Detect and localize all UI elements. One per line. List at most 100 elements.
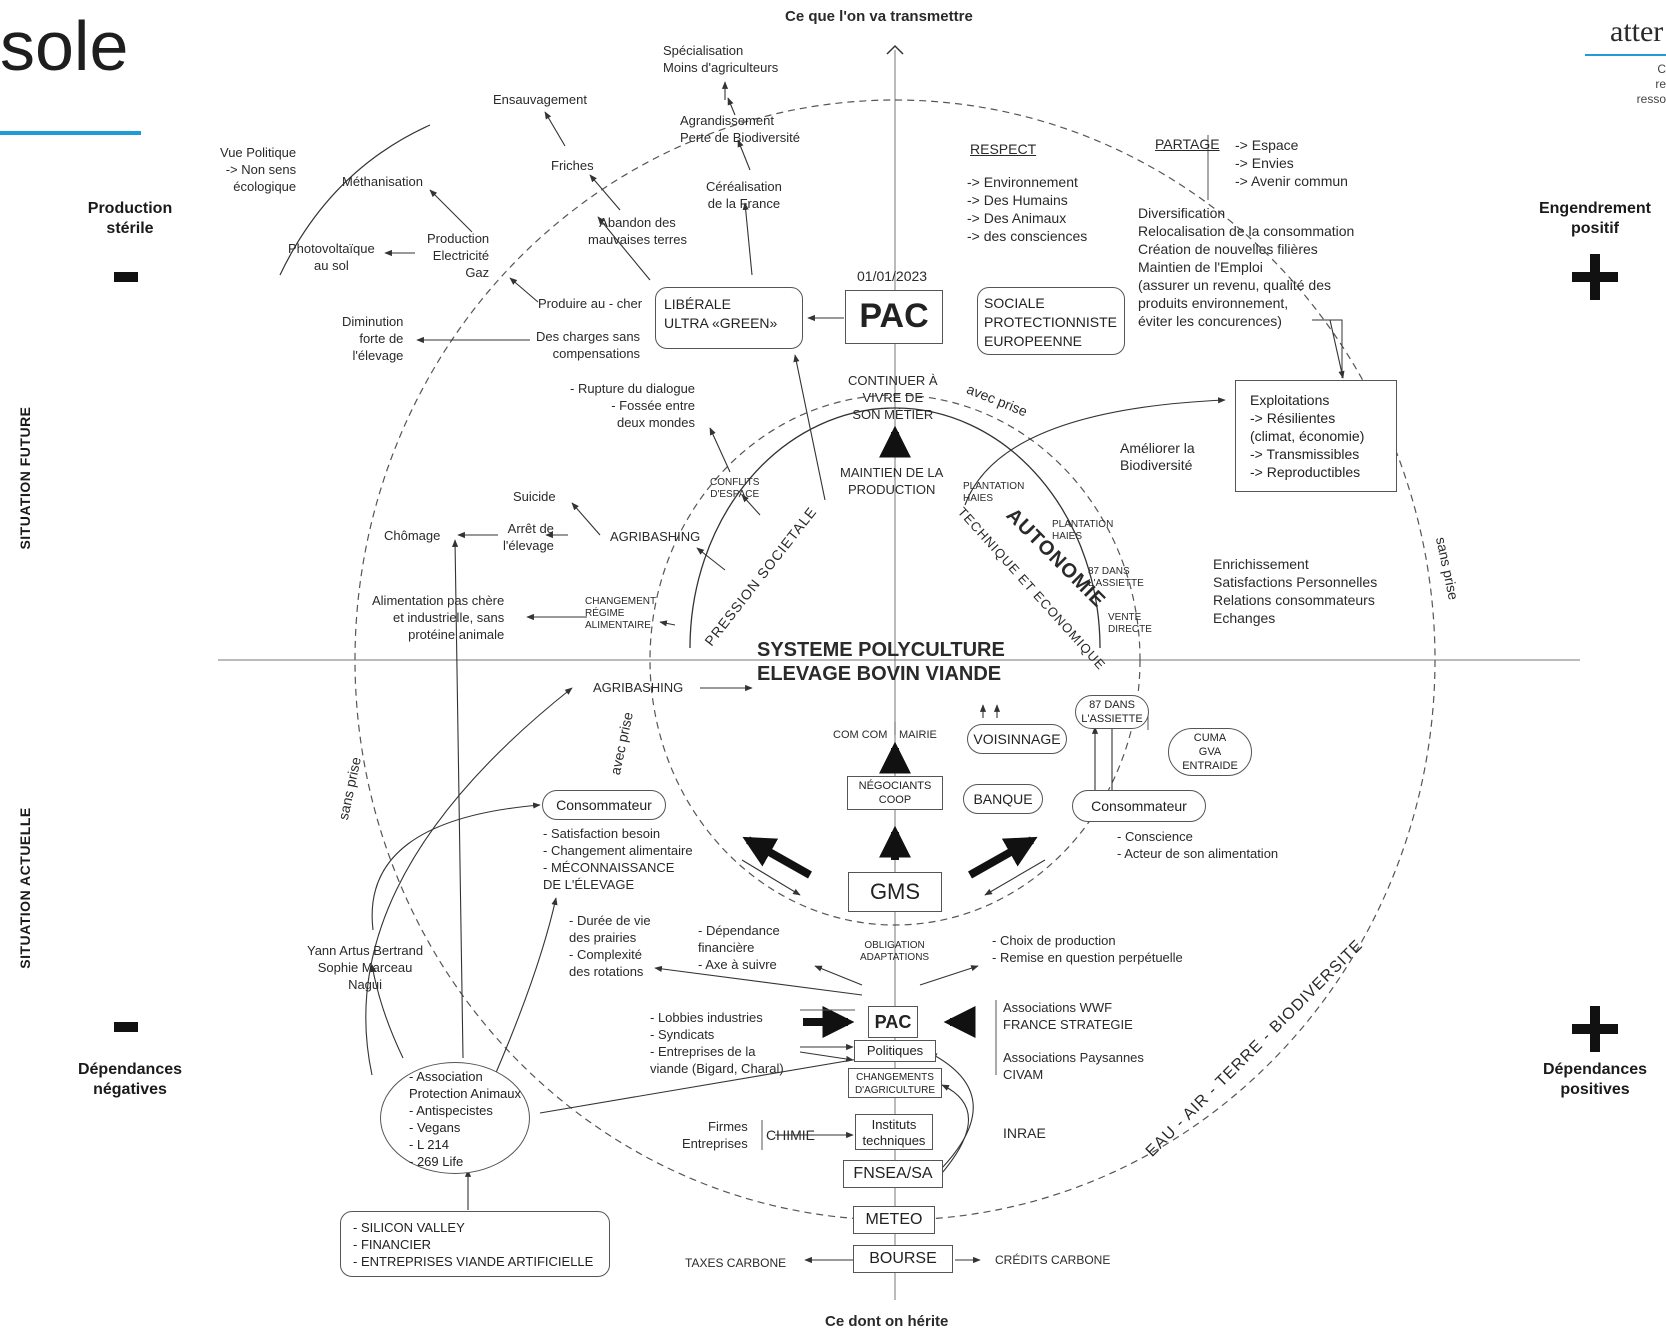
friches-label: Friches — [551, 158, 594, 173]
liberale-box: LIBÉRALE ULTRA «GREEN» — [655, 287, 803, 349]
politiques-box: Politiques — [854, 1040, 936, 1062]
future-arrows — [384, 81, 1345, 627]
assoc-wwf-block: Associations WWF FRANCE STRATEGIE — [1003, 1000, 1133, 1032]
mairie-label: MAIRIE — [899, 729, 937, 741]
cuma-box: CUMA GVA ENTRAIDE — [1168, 728, 1252, 776]
pac-date-label: 01/01/2023 — [857, 268, 928, 284]
abandon-label: Abandon des mauvaises terres — [588, 215, 687, 247]
center-system-title-2: ELEVAGE BOVIN VIANDE — [757, 663, 1002, 685]
inner-ring — [649, 394, 1141, 926]
choix-block: - Choix de production - Remise en questi… — [992, 933, 1183, 965]
diminution-label: Diminution forte de l'élevage — [342, 314, 404, 363]
pct87-current-box: 87 DANS L'ASSIETTE — [1075, 695, 1149, 729]
feedback-loops — [929, 1052, 974, 1174]
consommateur-left-box: Consommateur — [542, 790, 666, 820]
chimie-label: CHIMIE — [766, 1127, 815, 1143]
axis-top-label: Ce que l'on va transmettre — [785, 8, 973, 25]
pac-future-box: PAC — [845, 290, 943, 344]
minus-icon-bottom — [114, 1022, 138, 1032]
politique-arc — [279, 124, 431, 276]
specialisation-label: Spécialisation Moins d'agriculteurs — [663, 43, 779, 75]
plus-icon-top-v — [1590, 254, 1600, 300]
plantation-haies-1: PLANTATION HAIES — [963, 481, 1025, 504]
plus-icon-bottom-v — [1590, 1006, 1600, 1052]
meteo-box: METEO — [853, 1206, 935, 1234]
firmes-label: Firmes Entreprises — [682, 1119, 748, 1151]
quadrant-top-left-label: Production stérile — [87, 200, 173, 237]
center-system-title-1: SYSTEME POLYCULTURE — [757, 639, 1005, 661]
plus-icon-bottom — [1572, 1006, 1618, 1052]
changement-regime-label: CHANGEMENT RÉGIME ALIMENTAIRE — [585, 596, 657, 631]
ensauvagement-label: Ensauvagement — [493, 92, 587, 107]
plantation-haies-2: PLANTATION HAIES — [1052, 519, 1114, 542]
page-title: sole — [0, 7, 129, 85]
silicon-box: - SILICON VALLEY - FINANCIER - ENTREPRIS… — [340, 1211, 610, 1277]
maintien-label: MAINTIEN DE LA PRODUCTION — [840, 465, 944, 497]
lobbies-block: - Lobbies industries - Syndicats - Entre… — [650, 1010, 784, 1076]
banque-box: BANQUE — [963, 784, 1043, 814]
continuer-label: CONTINUER À VIVRE DE SON MÉTIER — [848, 373, 938, 422]
bourse-box: BOURSE — [853, 1245, 953, 1273]
partage-title: PARTAGE — [1155, 136, 1220, 153]
agribashing-future-label: AGRIBASHING — [610, 529, 701, 544]
axis-bottom-label: Ce dont on hérite — [825, 1313, 949, 1330]
consommateur-right-box: Consommateur — [1072, 790, 1206, 822]
arret-label: Arrêt de l'élevage — [503, 521, 554, 553]
minus-icon-top — [114, 272, 138, 282]
quadrant-top-right-label: Engendrement positif — [1538, 200, 1651, 237]
enrichissement-block: Enrichissement Satisfactions Personnelle… — [1213, 556, 1378, 626]
gms-box: GMS — [848, 872, 942, 912]
quadrant-bottom-right-label: Dépendances positives — [1542, 1061, 1648, 1098]
agribashing-current-label: AGRIBASHING — [593, 680, 684, 695]
current-arrows — [365, 539, 1116, 1264]
agrandissement-label: Agrandissement Perte de Biodiversité — [680, 113, 800, 145]
partage-title-text: PARTAGE — [1155, 136, 1220, 152]
respect-items: -> Environnement -> Des Humains -> Des A… — [967, 174, 1088, 244]
chomage-label: Chômage — [384, 528, 441, 543]
credits-carbone-label: CRÉDITS CARBONE — [995, 1253, 1111, 1267]
dependance-block: - Dépendance financière - Axe à suivre — [698, 923, 780, 972]
bold-arrows — [742, 425, 1038, 1038]
assoc-paysannes-block: Associations Paysannes CIVAM — [1003, 1050, 1144, 1082]
instituts-box: Instituts techniques — [855, 1114, 933, 1150]
obligation-label: OBLIGATION ADAPTATIONS — [860, 940, 930, 963]
vente-directe-label: VENTE DIRECTE — [1108, 612, 1152, 635]
comcom-label: COM COM — [833, 729, 888, 741]
changements-box: CHANGEMENTS D'AGRICULTURE — [848, 1068, 942, 1098]
production-electricite-label: Production Electricité Gaz — [427, 231, 490, 280]
charges-label: Des charges sans compensations — [536, 329, 641, 361]
diversification-link — [1312, 319, 1343, 378]
plus-icon-top — [1572, 254, 1618, 300]
diversification-block: Diversification Relocalisation de la con… — [1138, 205, 1355, 329]
outer-ring — [354, 99, 1436, 1221]
exploitations-box: Exploitations -> Résilientes (climat, éc… — [1235, 380, 1397, 492]
yann-block: Yann Artus Bertrand Sophie Marceau Nagui — [307, 943, 424, 992]
duree-block: - Durée de vie des prairies - Complexité… — [569, 913, 651, 979]
association-ellipse: - Association Protection Animaux - Antis… — [380, 1062, 530, 1174]
taxes-carbone-label: TAXES CARBONE — [685, 1256, 787, 1270]
produire-label: Produire au - cher — [538, 296, 643, 311]
rupture-label: - Rupture du dialogue - Fossée entre deu… — [570, 381, 696, 430]
negociants-box: NÉGOCIANTS COOP — [847, 776, 943, 810]
fnsea-box: FNSEA/SA — [843, 1160, 943, 1188]
cerealisation-label: Céréalisation de la France — [706, 179, 782, 211]
situation-current-label: SITUATION ACTUELLE — [17, 807, 33, 969]
suicide-label: Suicide — [513, 489, 556, 504]
ameliorer-label: Améliorer la Biodiversité — [1120, 440, 1195, 473]
logo-subtext: C re resso — [1636, 62, 1666, 106]
quadrant-bottom-left-label: Dépendances négatives — [77, 1061, 183, 1098]
vue-politique-label: Vue Politique -> Non sens écologique — [220, 145, 297, 194]
satisfaction-block: - Satisfaction besoin - Changement alime… — [543, 826, 693, 892]
logo-wordmark: atter — [1610, 15, 1664, 48]
vertical-axis-arrow — [886, 44, 904, 55]
center-arc — [689, 407, 1101, 649]
pac-current-box: PAC — [868, 1006, 918, 1038]
sociale-box: SOCIALE PROTECTIONNISTE EUROPEENNE — [977, 287, 1125, 355]
situation-future-label: SITUATION FUTURE — [17, 406, 33, 550]
alimentation-label: Alimentation pas chère et industrielle, … — [372, 593, 505, 642]
respect-title: RESPECT — [970, 141, 1036, 158]
conflits-label: CONFLITS D'ESPACE — [710, 477, 760, 500]
inrae-label: INRAE — [1003, 1125, 1046, 1141]
pct87-future-label: 87 DANS L'ASSIETTE — [1088, 566, 1144, 589]
